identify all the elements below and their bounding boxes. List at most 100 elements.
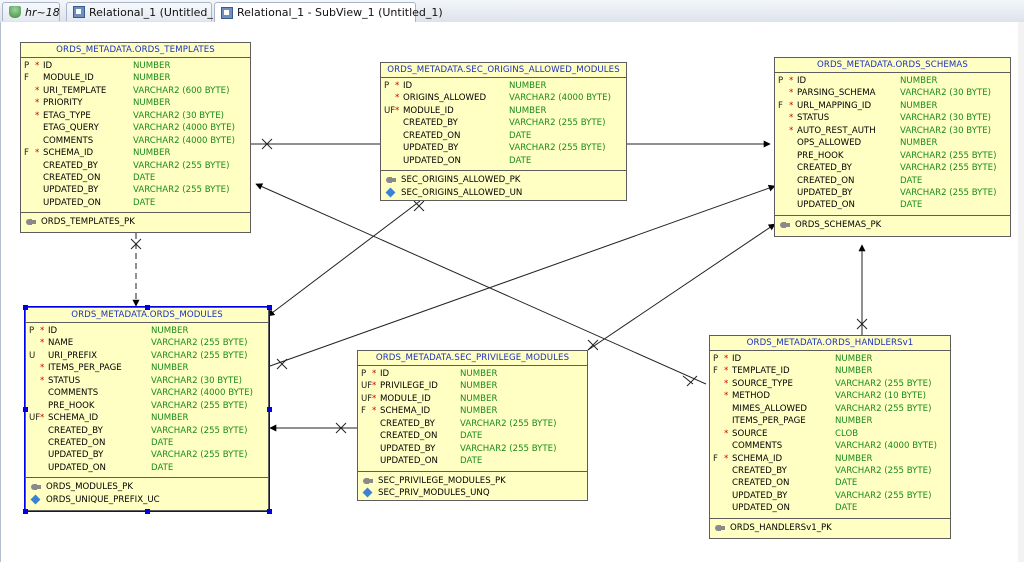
- unique-key-row[interactable]: SEC_PRIV_MODULES_UNQ: [358, 487, 587, 499]
- primary-key-row[interactable]: ORDS_HANDLERSv1_PK: [710, 522, 950, 534]
- column-type: NUMBER: [900, 76, 938, 86]
- fk-line[interactable]: [269, 184, 776, 367]
- vertical-scrollbar[interactable]: [1018, 22, 1024, 562]
- primary-key-row[interactable]: SEC_ORIGINS_ALLOWED_PK: [381, 174, 626, 186]
- resize-handle[interactable]: [23, 509, 28, 514]
- resize-handle[interactable]: [145, 305, 150, 310]
- table-sec-origins-allowed-modules[interactable]: ORDS_METADATA.SEC_ORIGINS_ALLOWED_MODULE…: [380, 62, 627, 201]
- fk-line[interactable]: [267, 200, 421, 317]
- tab-relational-1-subview-1[interactable]: Relational_1 - SubView_1 (Untitled_1): [214, 2, 443, 22]
- column-type: VARCHAR2 (600 BYTE): [133, 85, 230, 96]
- unique-key-row[interactable]: SEC_ORIGINS_ALLOWED_UN: [381, 187, 626, 199]
- column-name: ID: [797, 76, 807, 86]
- resize-handle[interactable]: [23, 407, 28, 412]
- tab-relational-1[interactable]: Relational_1 (Untitled_1) ✕: [66, 2, 238, 21]
- resize-handle[interactable]: [267, 407, 272, 412]
- unique-key-row[interactable]: ORDS_UNIQUE_PREFIX_UC: [26, 494, 268, 506]
- primary-key-row[interactable]: ORDS_MODULES_PK: [26, 481, 268, 493]
- resize-handle[interactable]: [23, 305, 28, 310]
- primary-key-row[interactable]: SEC_PRIVILEGE_MODULES_PK: [358, 475, 587, 487]
- tab-hr-connection[interactable]: hr~18: [2, 2, 60, 21]
- resize-handle[interactable]: [145, 509, 150, 514]
- fk-line[interactable]: [587, 223, 776, 351]
- primary-key-row[interactable]: ORDS_SCHEMAS_PK: [775, 219, 1010, 231]
- tab-label: Relational_1 (Untitled_1): [89, 5, 225, 19]
- fk-line[interactable]: [255, 183, 707, 385]
- mandatory-marker: *: [395, 105, 400, 116]
- resize-handle[interactable]: [267, 509, 272, 514]
- resize-handle[interactable]: [267, 305, 272, 310]
- primary-key-row[interactable]: ORDS_TEMPLATES_PK: [21, 216, 250, 228]
